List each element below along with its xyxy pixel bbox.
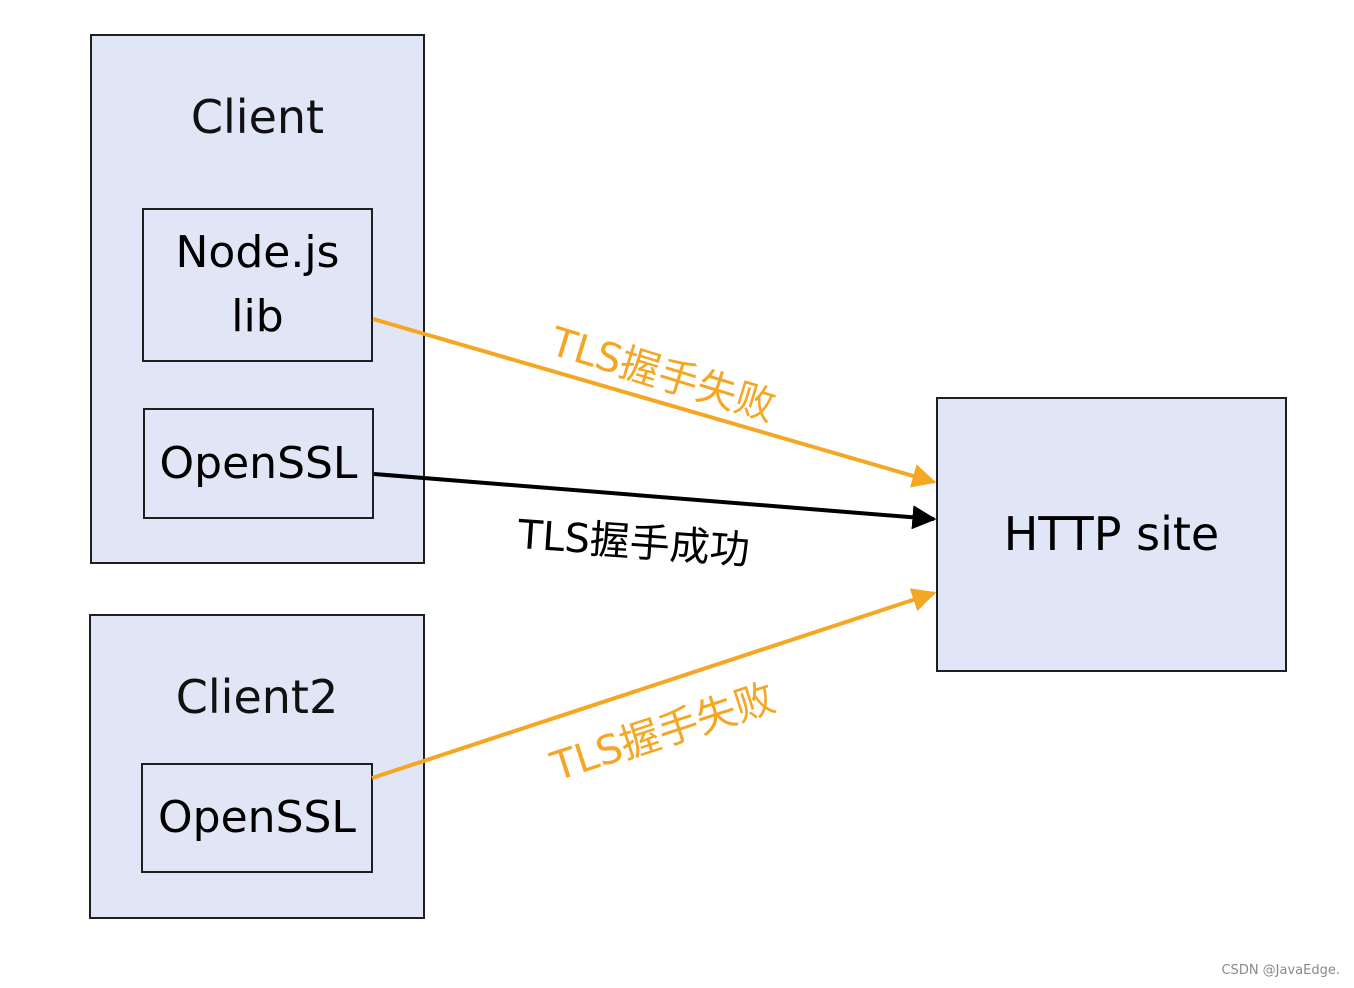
client-openssl-box: OpenSSL <box>143 408 374 519</box>
edge-nodejs-to-http <box>372 317 937 488</box>
client2-openssl-box: OpenSSL <box>141 763 373 873</box>
nodejs-lib-line2: lib <box>231 291 284 342</box>
client-title: Client <box>190 90 325 144</box>
client2-title: Client2 <box>175 670 339 724</box>
nodejs-lib-line1: Node.js <box>175 227 340 279</box>
http-site-label: HTTP site <box>1003 507 1220 562</box>
edge-client2-to-http <box>371 588 937 780</box>
edge-openssl-to-http <box>373 472 937 530</box>
nodejs-lib-box: Node.js lib <box>142 208 373 362</box>
client-openssl-label: OpenSSL <box>159 437 358 489</box>
http-site-box: HTTP site <box>936 397 1287 672</box>
watermark: CSDN @JavaEdge. <box>1221 963 1340 978</box>
client2-openssl-label: OpenSSL <box>158 792 356 844</box>
